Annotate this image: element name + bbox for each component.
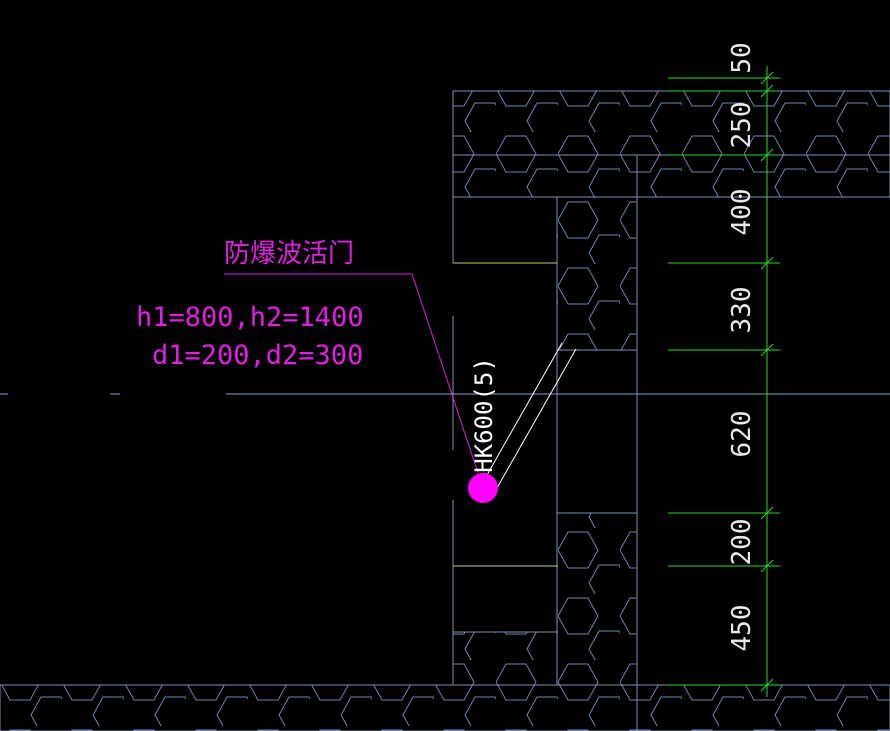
bottom-left-hatch xyxy=(452,631,558,686)
annotation-title: 防爆波活门 xyxy=(224,239,354,269)
valve-tag: HK600(5) xyxy=(470,357,498,473)
dim-label-400: 400 xyxy=(727,189,757,236)
valve-marker-icon[interactable] xyxy=(468,473,498,503)
inner-wall-lower xyxy=(556,512,638,686)
inner-wall-upper xyxy=(556,196,638,351)
dimension-labels: 50 250 400 330 620 200 450 xyxy=(727,42,757,651)
dim-label-330: 330 xyxy=(727,287,757,334)
annotation-leader xyxy=(224,273,577,489)
concrete-hatch-regions xyxy=(0,90,890,731)
annotation-line2: d1=200,d2=300 xyxy=(152,340,363,371)
wall-outlines xyxy=(452,154,890,731)
door-lines xyxy=(453,262,557,567)
dim-label-450: 450 xyxy=(727,605,757,652)
top-slab xyxy=(452,90,890,198)
dimension-chain xyxy=(668,66,780,697)
dim-label-620: 620 xyxy=(727,411,757,458)
dim-label-250: 250 xyxy=(727,102,757,149)
annotation-line1: h1=800,h2=1400 xyxy=(136,302,364,333)
bottom-slab xyxy=(0,684,890,731)
dim-label-50: 50 xyxy=(727,42,757,73)
dim-label-200: 200 xyxy=(727,519,757,566)
